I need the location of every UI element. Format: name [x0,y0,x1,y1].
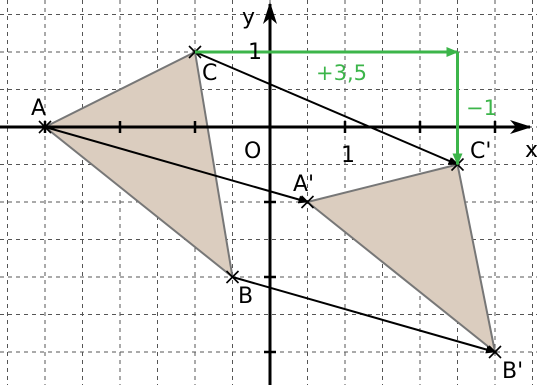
vector-b-to-b-prime [232,276,496,354]
point-label-c: C [202,61,217,86]
y-axis-label: y [242,5,255,30]
origin-label: O [244,139,261,164]
vertical-shift-label: −1 [466,96,497,120]
point-marker-a [38,120,52,134]
triangle-a-prime-b-prime-c-prime [306,163,496,353]
point-label-c-prime: C' [470,139,491,164]
point-label-b: B [238,284,253,309]
point-marker-b [225,270,240,284]
x-unit-label: 1 [341,143,355,168]
x-axis-label: x [525,138,537,163]
y-unit-label: 1 [248,40,262,65]
point-label-a: A [31,96,46,121]
horizontal-shift-label: +3,5 [316,61,367,85]
point-marker-a-prime [300,195,315,209]
triangle-abc [44,51,234,278]
point-marker-b-prime [488,345,502,359]
vector-a-to-a-prime [44,126,309,204]
point-label-a-prime: A' [293,172,314,197]
translation-components [195,47,463,166]
triangles [44,51,496,353]
vector-c-to-c-prime [194,51,459,166]
translation-vectors [44,51,496,354]
point-label-b-prime: B' [502,359,523,384]
